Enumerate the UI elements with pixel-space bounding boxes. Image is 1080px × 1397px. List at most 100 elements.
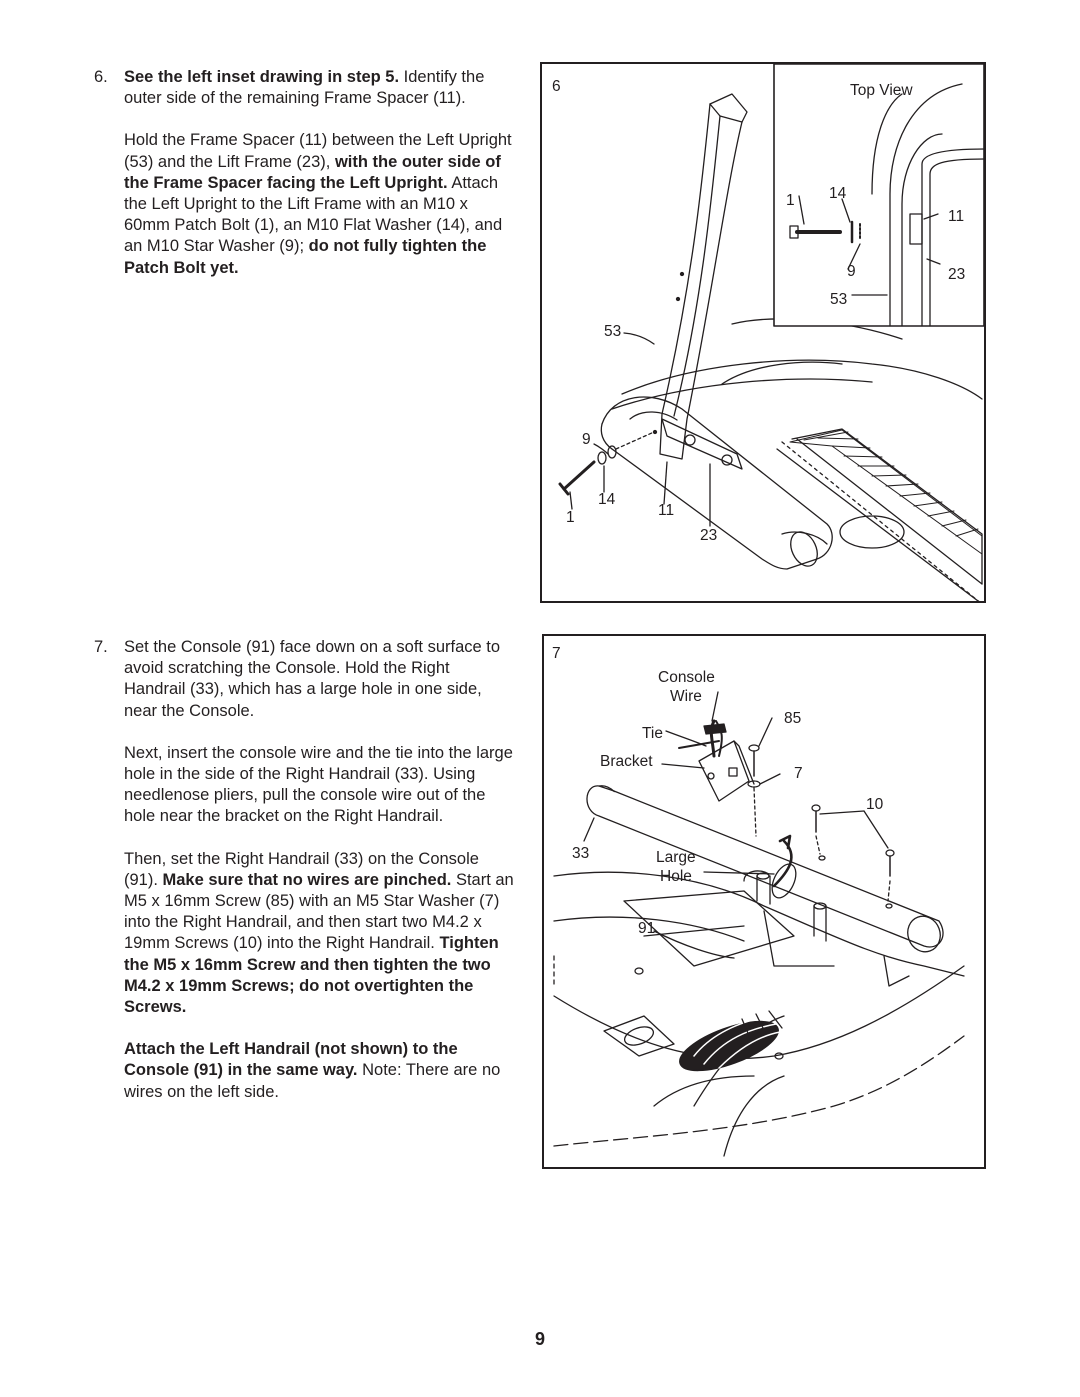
patch-bolt	[562, 460, 596, 491]
callout-star-washer: 9	[582, 431, 591, 448]
foot-rail-hatching	[789, 429, 983, 555]
leader-line	[653, 930, 735, 959]
console-grille-edge-lower	[723, 1075, 785, 1157]
figure-7-drawing: 7 Console Wire Tie Bracket 85 7 10 33 La…	[552, 645, 965, 1157]
console-tray-ridge	[643, 925, 745, 937]
step-6: 6. See the left inset drawing in step 5.…	[94, 67, 514, 300]
console-boss-top	[756, 872, 770, 880]
figure-step-label: 7	[552, 645, 561, 662]
figure-7-handrail-assembly: 7 Console Wire Tie Bracket 85 7 10 33 La…	[542, 634, 986, 1169]
screw-m5	[748, 744, 760, 777]
screw-m42	[885, 849, 895, 877]
lift-frame-inner	[629, 411, 678, 421]
console-wire-strand	[715, 720, 723, 757]
figure-step-label: 6	[552, 78, 561, 95]
step-7: 7. Set the Console (91) face down on a s…	[94, 637, 514, 1124]
console-boss-top	[813, 902, 827, 910]
inset-callout-upright: 53	[830, 291, 847, 308]
leader-line	[583, 817, 595, 842]
assembly-path-dashed	[887, 880, 891, 902]
console-pocket	[763, 910, 835, 967]
callout-screws-m42: 10	[866, 796, 884, 813]
deck-curve-inner	[721, 361, 843, 385]
inset-leader	[926, 258, 941, 265]
bracket	[698, 740, 750, 802]
console-top-edge	[553, 871, 965, 977]
callout-frame-spacer: 11	[658, 502, 674, 519]
console-outline-lower	[553, 965, 965, 1060]
callout-right-handrail: 33	[572, 845, 589, 862]
screw-m42	[811, 804, 821, 833]
inset-leader	[847, 243, 861, 270]
step-6-paragraph-2: Hold the Frame Spacer (11) between the L…	[124, 130, 514, 278]
bracket-slot	[728, 767, 738, 777]
console-hole	[634, 967, 644, 975]
handrail-tube-end	[907, 915, 941, 953]
cable-tie	[678, 740, 720, 749]
right-handrail-cap	[598, 785, 615, 793]
label-console-wire-line-1: Console	[658, 669, 715, 686]
text: Start an M5 x 16mm Screw (85) with an M5…	[124, 870, 514, 953]
leader-line	[663, 461, 668, 505]
figure-6-drawing: 6 Top View 1 14 11 9 23 53 53 9 14 1 11 …	[552, 64, 984, 601]
step-7-paragraph-3: Then, set the Right Handrail (33) on the…	[124, 849, 514, 1019]
console-speaker-curve	[653, 1075, 755, 1107]
wire-connector	[703, 723, 727, 735]
upright-top-edge	[709, 103, 743, 123]
arrow-head	[778, 834, 792, 850]
deck-side-rail-inner	[796, 438, 983, 585]
right-handrail	[586, 785, 944, 948]
leader-line	[711, 691, 719, 722]
leader-line	[759, 773, 781, 785]
callout-console: 91	[638, 920, 655, 937]
spacer-hole	[684, 434, 696, 446]
inset-callout-spacer: 11	[948, 208, 964, 225]
step-number: 7.	[94, 638, 108, 656]
callout-upright: 53	[604, 323, 621, 340]
deck-side-rail	[776, 448, 980, 601]
label-console-wire-line-2: Wire	[670, 688, 702, 705]
assembly-path-dashed	[815, 835, 821, 855]
motor-hood-outline	[621, 359, 983, 400]
assembly-path-dashed	[753, 787, 757, 837]
console-boss-rim	[743, 870, 770, 882]
callout-patch-bolt: 1	[566, 509, 575, 526]
callout-star-washer: 7	[794, 765, 803, 782]
console-wire-routing-arrow	[772, 839, 793, 888]
assembly-path-dashed	[615, 431, 655, 450]
flat-washer	[597, 451, 607, 465]
console-tray	[623, 890, 795, 967]
text: Attach the Left Upright to the Lift Fram…	[124, 173, 503, 256]
step-7-paragraph-2: Next, insert the console wire and the ti…	[124, 743, 513, 826]
leader-line	[593, 443, 609, 455]
leader-line	[758, 717, 773, 747]
inset-leader	[798, 195, 805, 225]
text: Hold the Frame Spacer (11) between the L…	[124, 131, 512, 171]
leader-line	[623, 332, 655, 345]
spacer-hole	[721, 454, 733, 466]
label-large-hole-line-1: Large	[656, 849, 696, 866]
upright-top-cap	[709, 93, 748, 123]
leader-line	[569, 491, 573, 510]
upright-hole	[675, 296, 681, 302]
inset-callout-star-washer: 9	[847, 263, 856, 280]
console-boss	[883, 955, 910, 987]
left-upright	[659, 103, 743, 460]
step-number: 6.	[94, 68, 108, 86]
inset-callout-bolt: 1	[786, 192, 795, 209]
step-7-paragraph-1: Set the Console (91) face down on a soft…	[124, 638, 501, 720]
star-washer	[607, 445, 617, 459]
bold-text: do not fully tighten the Patch Bolt yet.	[124, 237, 487, 277]
lift-frame	[601, 396, 833, 570]
leader-line	[819, 810, 865, 815]
label-large-hole-line-2: Hole	[660, 868, 692, 885]
callout-screw-m5: 85	[784, 710, 801, 727]
console-hole	[774, 1052, 784, 1060]
inset-top-view-box	[773, 64, 984, 327]
figure-6-upright-assembly: 6 Top View 1 14 11 9 23 53 53 9 14 1 11 …	[540, 62, 986, 603]
motor-hood-inner-outline	[611, 378, 873, 410]
frame-spacer	[661, 418, 743, 470]
leader-line	[661, 763, 705, 769]
walking-belt-centerline	[781, 441, 980, 601]
handrail-hole	[885, 903, 893, 909]
